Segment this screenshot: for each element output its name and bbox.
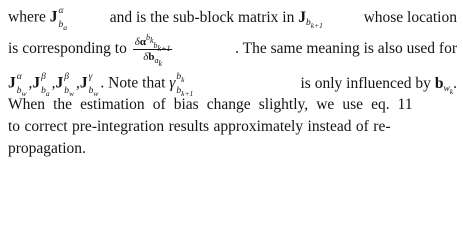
segment-1c: whose location <box>363 8 457 26</box>
text-line-4: When the estimation of bias change sligh… <box>8 96 413 113</box>
segment-3b: is only influenced by bwk. <box>300 74 458 96</box>
segment-2b: . The same meaning is also used for <box>235 40 457 58</box>
text-line-5: to correct pre-integration results appro… <box>8 118 391 135</box>
text-line-6: propagation. <box>8 140 86 157</box>
segment-1b: and is the sub-block matrix in Jbk+1 <box>109 8 323 30</box>
